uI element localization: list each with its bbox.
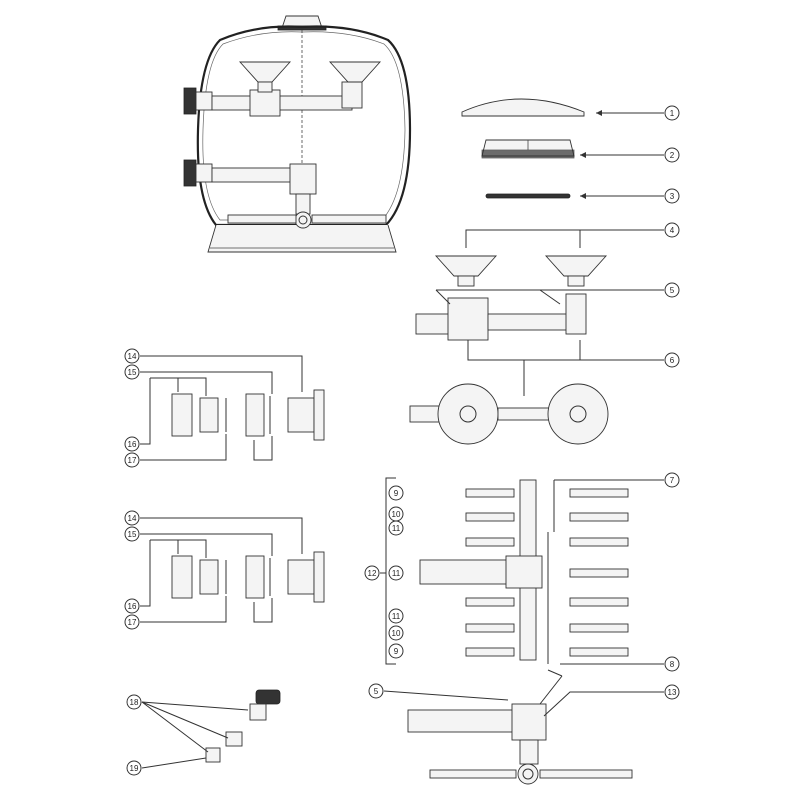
callout-16a: 16	[124, 436, 140, 452]
svg-text:17: 17	[128, 618, 137, 627]
svg-text:5: 5	[374, 687, 379, 696]
svg-text:6: 6	[670, 356, 675, 365]
callout-5a: 5	[664, 282, 680, 298]
callout-17a: 17	[124, 452, 140, 468]
callout-14b: 14	[124, 510, 140, 526]
svg-text:15: 15	[128, 368, 137, 377]
oring-icon	[485, 193, 571, 199]
callout-7: 7	[664, 472, 680, 488]
tank-icon	[183, 15, 412, 253]
drain-plug-icon	[205, 689, 281, 763]
callout-19: 19	[126, 760, 142, 776]
callout-11b: 11	[388, 565, 404, 581]
lateral-tube	[569, 488, 629, 498]
svg-text:9: 9	[394, 647, 399, 656]
callout-5b: 5	[368, 683, 384, 699]
screw-lid-icon	[481, 139, 575, 159]
svg-text:11: 11	[392, 569, 401, 578]
callout-18: 18	[126, 694, 142, 710]
svg-text:3: 3	[670, 192, 675, 201]
lateral-tube	[465, 537, 515, 547]
callout-17b: 17	[124, 614, 140, 630]
lateral-tube	[569, 537, 629, 547]
lateral-tube	[465, 623, 515, 633]
callout-6: 6	[664, 352, 680, 368]
callout-9b: 9	[388, 643, 404, 659]
bulkhead-fitting-icon	[287, 551, 325, 603]
callout-11a: 11	[388, 520, 404, 536]
svg-text:18: 18	[130, 698, 139, 707]
diffuser-cone-icon	[434, 255, 608, 287]
callout-12: 12	[364, 565, 380, 581]
svg-text:8: 8	[670, 660, 675, 669]
lateral-tube	[569, 647, 629, 657]
dome-cover-icon	[461, 98, 585, 117]
svg-text:14: 14	[128, 514, 137, 523]
callout-9a: 9	[388, 485, 404, 501]
callout-15b: 15	[124, 526, 140, 542]
lateral-tube	[465, 512, 515, 522]
svg-text:13: 13	[668, 688, 677, 697]
svg-text:12: 12	[368, 569, 377, 578]
lateral-tube	[569, 623, 629, 633]
svg-text:10: 10	[392, 629, 401, 638]
svg-text:16: 16	[128, 602, 137, 611]
callout-15a: 15	[124, 364, 140, 380]
callout-4: 4	[664, 222, 680, 238]
union-nut-icon	[171, 393, 271, 437]
svg-text:11: 11	[392, 524, 401, 533]
svg-text:14: 14	[128, 352, 137, 361]
callout-8: 8	[664, 656, 680, 672]
lateral-tube	[465, 597, 515, 607]
lateral-tube	[465, 647, 515, 657]
svg-text:7: 7	[670, 476, 675, 485]
callout-10a: 10	[388, 506, 404, 522]
svg-text:11: 11	[392, 612, 401, 621]
svg-text:4: 4	[670, 226, 675, 235]
svg-text:19: 19	[130, 764, 139, 773]
lateral-tube	[465, 488, 515, 498]
callout-3: 3	[664, 188, 680, 204]
svg-text:1: 1	[670, 109, 675, 118]
svg-text:16: 16	[128, 440, 137, 449]
svg-text:2: 2	[670, 151, 675, 160]
svg-text:9: 9	[394, 489, 399, 498]
lateral-icon	[409, 383, 609, 445]
svg-text:17: 17	[128, 456, 137, 465]
callout-16b: 16	[124, 598, 140, 614]
bulkhead-fitting-icon	[287, 389, 325, 441]
lateral-tube	[569, 512, 629, 522]
lateral-icon	[465, 488, 629, 657]
callout-2: 2	[664, 147, 680, 163]
callout-13: 13	[664, 684, 680, 700]
svg-text:15: 15	[128, 530, 137, 539]
callout-11c: 11	[388, 608, 404, 624]
callout-14a: 14	[124, 348, 140, 364]
svg-text:5: 5	[670, 286, 675, 295]
union-nut-icon	[171, 555, 271, 599]
callout-10b: 10	[388, 625, 404, 641]
svg-text:10: 10	[392, 510, 401, 519]
lateral-tube	[569, 568, 629, 578]
pipe-assembly-icon	[415, 293, 587, 341]
callout-1: 1	[664, 105, 680, 121]
lateral-tube	[569, 597, 629, 607]
pipe-assembly-icon	[407, 703, 633, 785]
